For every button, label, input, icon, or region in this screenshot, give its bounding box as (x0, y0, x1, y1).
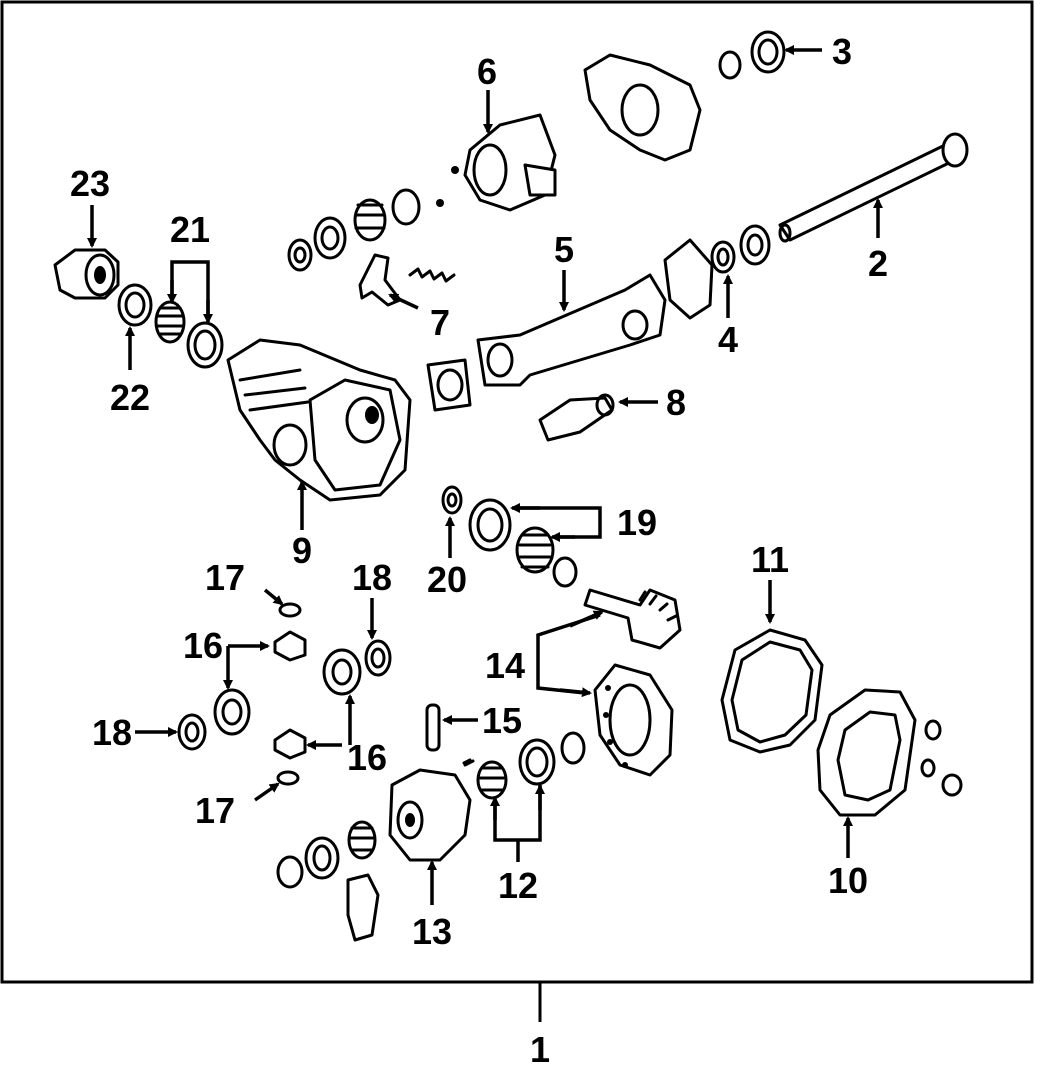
callout-7: 7 (430, 302, 450, 343)
callout-19: 19 (617, 502, 657, 543)
callout-9: 9 (292, 530, 312, 571)
assembly-frame (0, 0, 1034, 984)
part-2-axle-shaft[interactable] (778, 132, 969, 243)
part-10-diff-cover[interactable] (816, 688, 963, 817)
callout-2: 2 (868, 243, 888, 284)
leader-lines (87, 45, 883, 905)
part-actuator-washers[interactable] (287, 166, 459, 272)
part-bearing-cap[interactable] (346, 873, 380, 942)
callout-17-top: 17 (205, 557, 245, 598)
callout-18-left: 18 (92, 712, 132, 753)
part-20-seal[interactable] (441, 485, 463, 515)
part-6-actuator[interactable] (463, 113, 557, 212)
callout-8: 8 (666, 382, 686, 423)
callout-23: 23 (70, 163, 110, 204)
part-16-side-gear-right[interactable] (322, 648, 362, 696)
part-5-axle-tube[interactable] (476, 273, 667, 387)
part-21-bearing[interactable] (154, 300, 224, 369)
part-16-side-gear-left[interactable] (213, 688, 251, 736)
part-17-washer-bottom[interactable] (276, 770, 300, 786)
callout-labels: 1 2 3 4 5 6 7 8 9 10 11 12 13 14 15 16 1… (70, 31, 888, 1070)
callout-6: 6 (477, 51, 497, 92)
callout-14: 14 (485, 645, 525, 686)
callout-12: 12 (498, 865, 538, 906)
callout-21: 21 (170, 209, 210, 250)
part-8-sensor[interactable] (538, 393, 615, 442)
callout-1: 1 (530, 1029, 550, 1070)
callout-16-top: 16 (183, 625, 223, 666)
callout-18-right: 18 (352, 557, 392, 598)
part-4-seal[interactable] (663, 224, 771, 320)
part-16-pinion-gear-bottom[interactable] (273, 728, 307, 760)
part-13-differential-case[interactable] (388, 758, 475, 862)
part-housing-gasket[interactable] (426, 358, 472, 412)
callout-13: 13 (412, 911, 452, 952)
part-22-seal[interactable] (117, 283, 153, 327)
callout-11: 11 (751, 539, 789, 580)
part-23-yoke[interactable] (53, 248, 120, 300)
callout-10: 10 (828, 860, 868, 901)
callout-20: 20 (427, 559, 467, 600)
part-12-carrier-bearing[interactable] (476, 731, 586, 800)
part-carrier-bearing-left[interactable] (276, 820, 377, 889)
part-18-thrust-washer-right[interactable] (364, 639, 392, 677)
part-15-cross-pin[interactable] (425, 703, 441, 752)
callout-3: 3 (832, 31, 852, 72)
part-17-washer-top[interactable] (278, 602, 302, 618)
part-14-ring-and-pinion[interactable] (583, 588, 682, 777)
part-9-carrier-housing[interactable] (226, 338, 412, 502)
part-7-shift-fork[interactable] (358, 253, 456, 307)
part-16-pinion-gear-top[interactable] (273, 630, 307, 662)
callout-22: 22 (110, 377, 150, 418)
callout-16-bottom: 16 (347, 737, 387, 778)
part-19-pinion-bearing[interactable] (468, 498, 578, 588)
part-18-thrust-washer-left[interactable] (177, 713, 207, 751)
part-3-bracket[interactable] (583, 30, 786, 162)
callout-15: 15 (482, 700, 522, 741)
part-11-gasket[interactable] (720, 628, 824, 754)
callout-4: 4 (718, 319, 738, 360)
callout-5: 5 (554, 229, 574, 270)
callout-17-bottom: 17 (195, 790, 235, 831)
